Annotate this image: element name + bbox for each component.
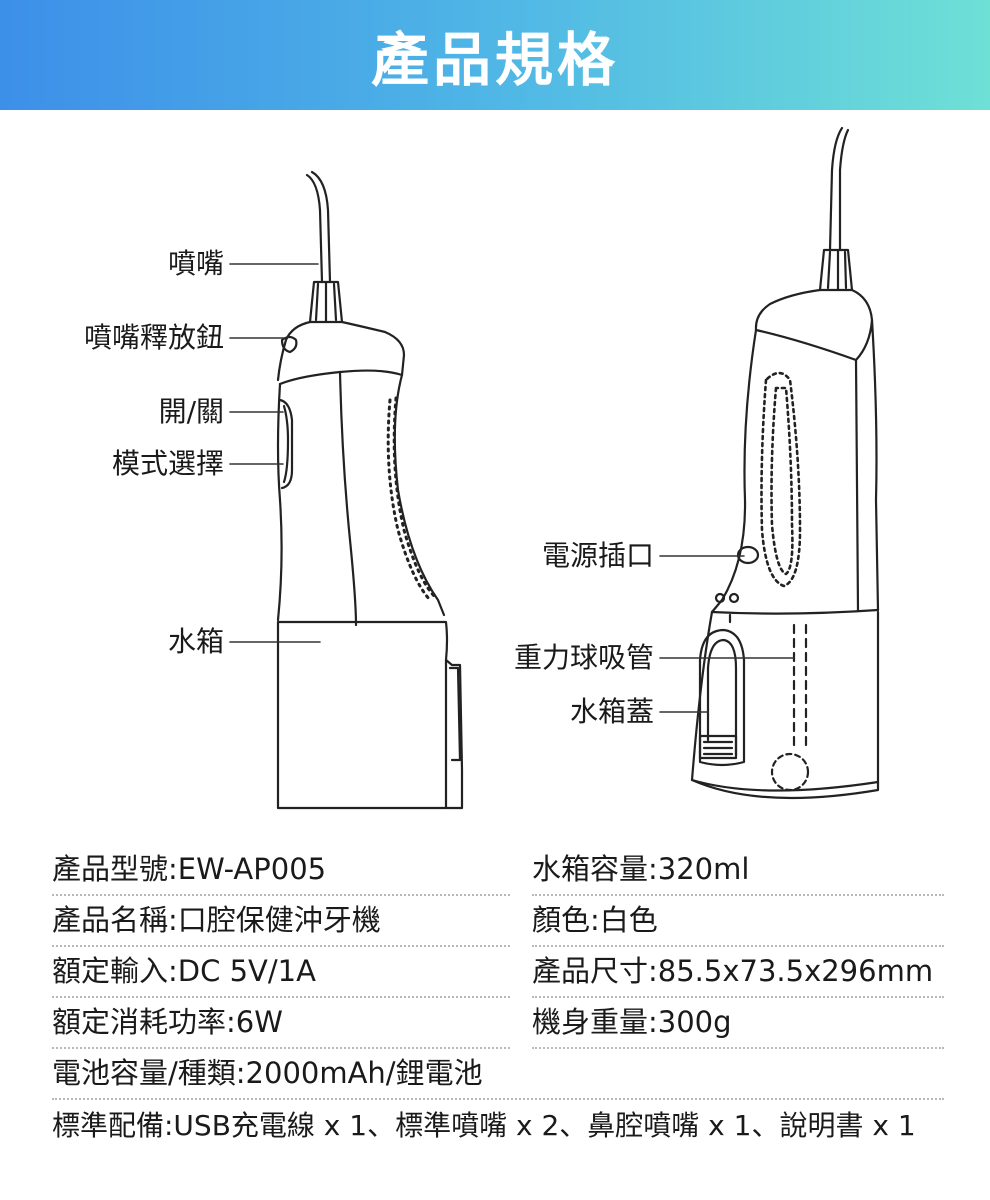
product-line-drawing [229,126,880,810]
row-divider [52,996,510,998]
callout-nozzle-release: 噴嘴釋放鈕 [83,321,224,354]
spec-power: 額定消耗功率:6W [52,1005,283,1039]
callout-power: 開/關 [158,395,224,428]
left-device-drawing [276,170,464,810]
spec-input: 額定輸入:DC 5V/1A [52,954,316,988]
spec-color: 顏色:白色 [532,903,658,937]
callout-mode: 模式選擇 [111,447,224,480]
spec-name: 產品名稱:口腔保健沖牙機 [52,903,381,937]
callout-tank: 水箱 [167,625,224,658]
page-header: 產品規格 [0,0,990,110]
callout-power-port: 電源插口 [541,539,654,572]
callout-gravity-tube: 重力球吸管 [513,641,654,674]
spec-size: 產品尺寸:85.5x73.5x296mm [532,954,934,988]
row-divider [52,945,510,947]
spec-battery: 電池容量/種類:2000mAh/鋰電池 [52,1056,483,1090]
row-divider [532,1047,944,1049]
row-divider [532,945,944,947]
callout-nozzle: 噴嘴 [167,247,224,280]
spec-accessories: 標準配備:USB充電線 x 1、標準噴嘴 x 2、鼻腔噴嘴 x 1、說明書 x … [52,1109,916,1142]
row-divider [532,894,944,896]
right-device-drawing [690,126,880,800]
callout-tank-lid: 水箱蓋 [569,695,654,728]
page-title: 產品規格 [370,26,619,94]
row-divider [52,1098,944,1100]
spec-model: 產品型號:EW-AP005 [52,852,327,886]
product-illustration: 噴嘴 噴嘴釋放鈕 開/關 模式選擇 水箱 電源插口 重力球吸管 水箱蓋 [0,110,990,830]
spec-weight: 機身重量:300g [532,1005,732,1039]
spec-capacity: 水箱容量:320ml [532,852,750,886]
row-divider [52,894,510,896]
row-divider [52,1047,510,1049]
row-divider [532,996,944,998]
